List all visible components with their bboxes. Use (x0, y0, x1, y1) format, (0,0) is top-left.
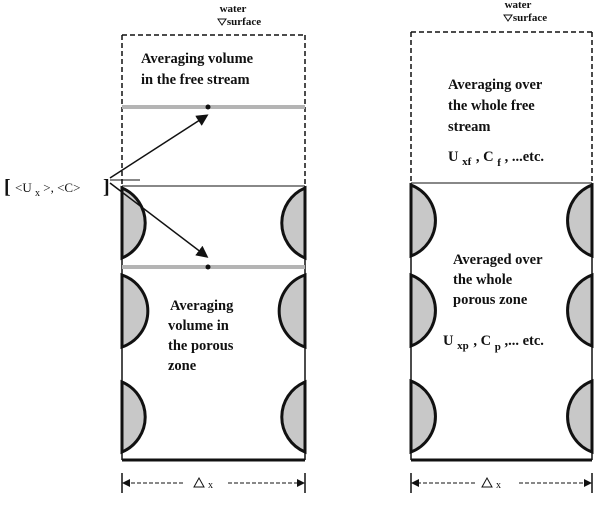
left-dx-label: x (208, 480, 213, 491)
right-free-stream-vars: U xf , C f , ...etc. (448, 149, 544, 170)
left-cylinder-left-3 (120, 379, 147, 455)
left-cylinder-left-2 (120, 272, 150, 350)
left-cylinder-right-2 (277, 272, 307, 350)
right-cylinder-left-1 (409, 182, 437, 259)
bracket-label: [ <U x >, <C> ] (4, 176, 110, 199)
right-dx-label: x (496, 480, 501, 491)
left-delta-icon (193, 476, 205, 488)
callout-arrow-to-porous (109, 182, 209, 258)
left-cylinder-left-1 (120, 185, 147, 261)
right-cylinder-left-3 (409, 378, 437, 455)
callout-arrow-to-free-stream (109, 114, 209, 179)
left-porous-plane-dot (205, 264, 211, 270)
left-free-stream-label: Averaging volume in the free stream (141, 51, 257, 88)
right-water-label: water (505, 0, 532, 11)
right-cylinder-left-2 (409, 272, 437, 349)
right-cylinder-right-2 (566, 272, 594, 349)
average-quantities-callout: [ <U x >, <C> ] (4, 114, 209, 258)
left-water-label: water (220, 3, 247, 15)
left-porous-label: Averaging volume in the porous zone (168, 298, 237, 374)
left-panel: water surface Averaging volume in the fr… (120, 3, 307, 493)
right-cylinder-right-3 (566, 378, 594, 455)
right-free-stream-label: Averaging over the whole free stream (448, 77, 546, 135)
right-water-surface-icon (503, 14, 513, 22)
left-cylinder-right-1 (280, 185, 307, 261)
right-surface-label: surface (513, 12, 547, 24)
right-porous-label: Averaged over the whole porous zone (453, 252, 546, 308)
left-cylinder-right-3 (280, 379, 307, 455)
right-panel: water surface Averaging over the whole f… (409, 0, 594, 493)
left-water-surface-icon (217, 18, 227, 26)
right-cylinder-right-1 (566, 182, 594, 259)
right-porous-vars: U xp , C p ,... etc. (443, 333, 544, 354)
left-free-stream-plane-dot (205, 104, 211, 110)
left-surface-label: surface (227, 16, 261, 28)
right-delta-icon (481, 476, 493, 488)
